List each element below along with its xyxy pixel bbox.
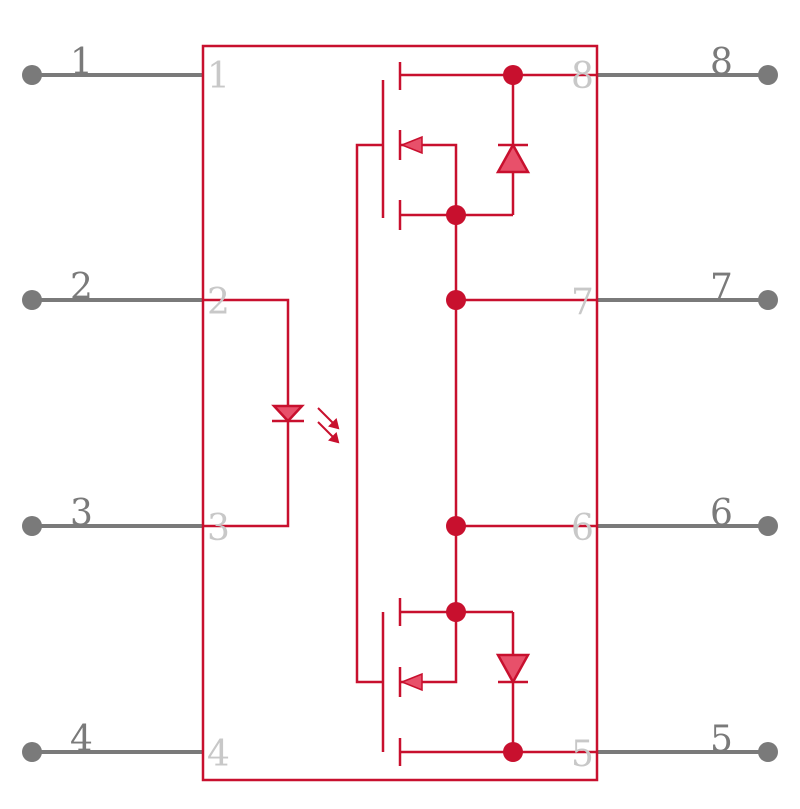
junction-dot: [446, 290, 466, 310]
pin-7-number: 7: [710, 267, 733, 308]
junction-dot: [446, 205, 466, 225]
pad-3-label: 3: [207, 508, 230, 549]
pin-4-terminal[interactable]: [22, 742, 42, 762]
pin-4-number: 4: [70, 719, 93, 760]
upper-mosfet-arrow-icon: [399, 135, 423, 155]
pad-7-label: 7: [571, 282, 594, 323]
pin-1-terminal[interactable]: [22, 65, 42, 85]
gate-wiring: [355, 143, 383, 684]
led-anode-wire: [203, 298, 290, 528]
pin-3-number: 3: [70, 493, 93, 534]
upper-body-diode-icon: [495, 75, 531, 215]
light-arrows-icon: [317, 407, 340, 444]
lower-body-diode-icon: [495, 612, 531, 752]
pin-3-terminal[interactable]: [22, 516, 42, 536]
lower-mosfet-arrow-icon: [399, 672, 423, 692]
pin-5-terminal[interactable]: [758, 742, 778, 762]
pin-8-terminal[interactable]: [758, 65, 778, 85]
pin-7-terminal[interactable]: [758, 290, 778, 310]
pin-2-number: 2: [70, 267, 93, 308]
junction-dot: [446, 516, 466, 536]
pin-8-number: 8: [710, 42, 733, 83]
pad-5-label: 5: [571, 734, 594, 775]
junction-dot: [503, 65, 523, 85]
pin-5-number: 5: [710, 719, 733, 760]
pad-2-label: 2: [207, 282, 230, 323]
package-outline: [201, 44, 599, 782]
led-icon: [271, 404, 305, 423]
pad-6-label: 6: [571, 508, 594, 549]
pin-6-terminal[interactable]: [758, 516, 778, 536]
pad-4-label: 4: [207, 734, 230, 775]
junction-dot: [446, 602, 466, 622]
junction-dot: [503, 742, 523, 762]
pin-6-number: 6: [710, 493, 733, 534]
pin-leads: [22, 65, 778, 762]
source-bus: [454, 73, 597, 754]
pad-8-label: 8: [571, 56, 594, 97]
pin-1-number: 1: [70, 42, 93, 83]
junction-dots: [446, 65, 523, 762]
pin-2-terminal[interactable]: [22, 290, 42, 310]
pad-1-label: 1: [207, 56, 230, 97]
